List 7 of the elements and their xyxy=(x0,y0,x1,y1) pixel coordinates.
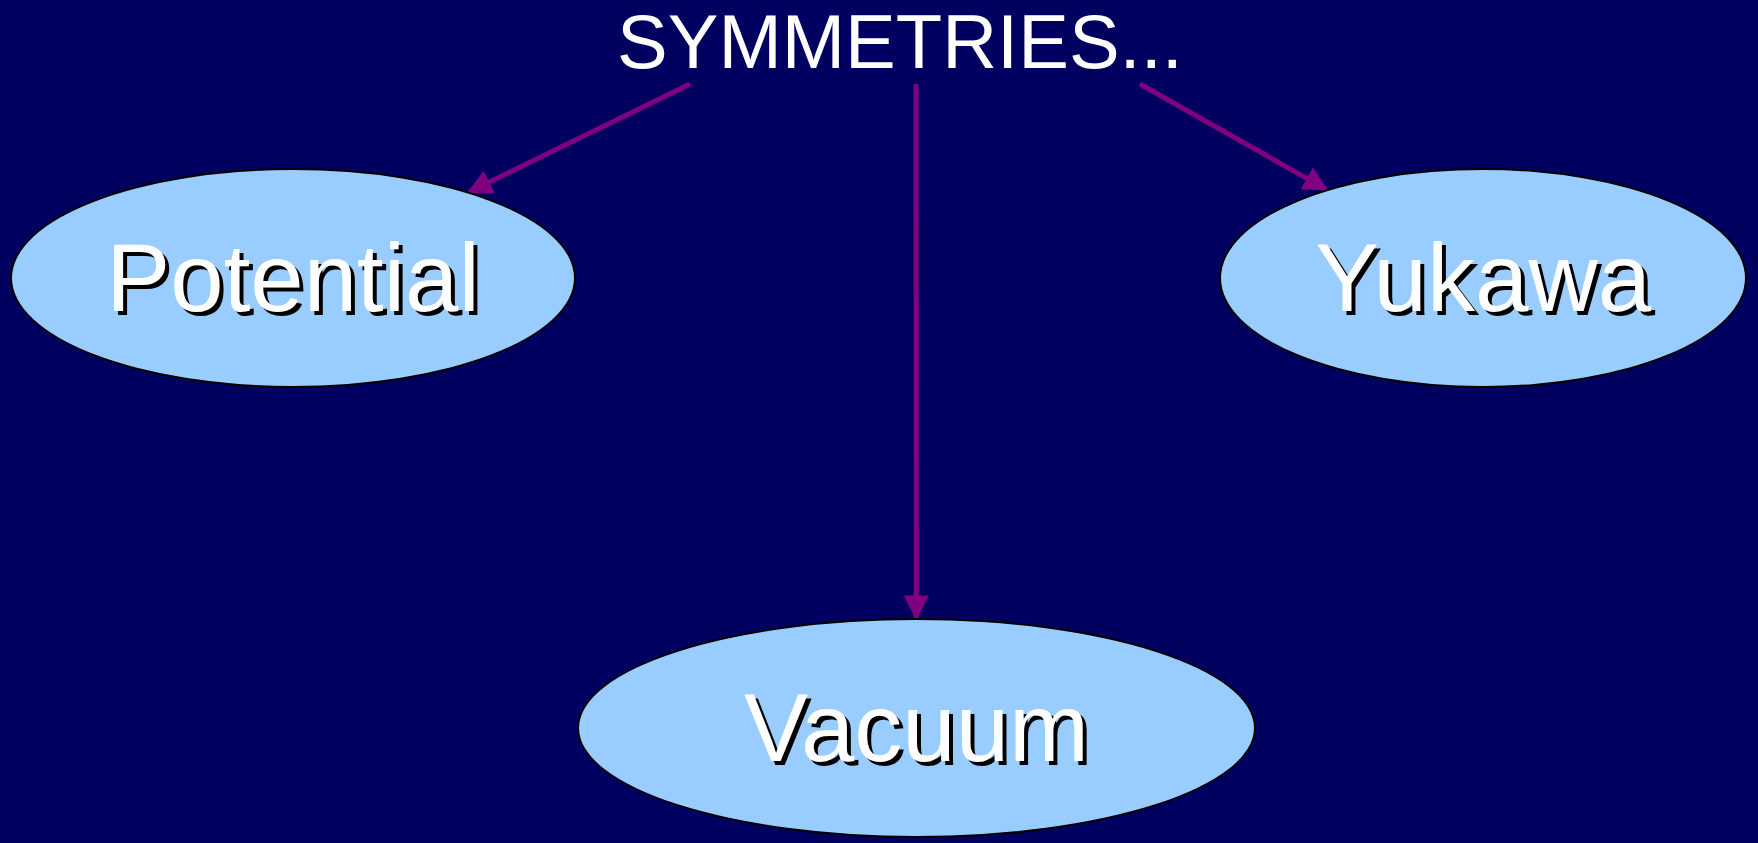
node-label: Potential xyxy=(106,230,480,326)
arrow xyxy=(1138,81,1329,192)
node-label: Vacuum xyxy=(743,680,1089,776)
node-label: Yukawa xyxy=(1314,230,1652,326)
heading-text: SYMMETRIES... xyxy=(617,4,1183,80)
arrow xyxy=(903,84,929,621)
arrow xyxy=(466,81,692,195)
